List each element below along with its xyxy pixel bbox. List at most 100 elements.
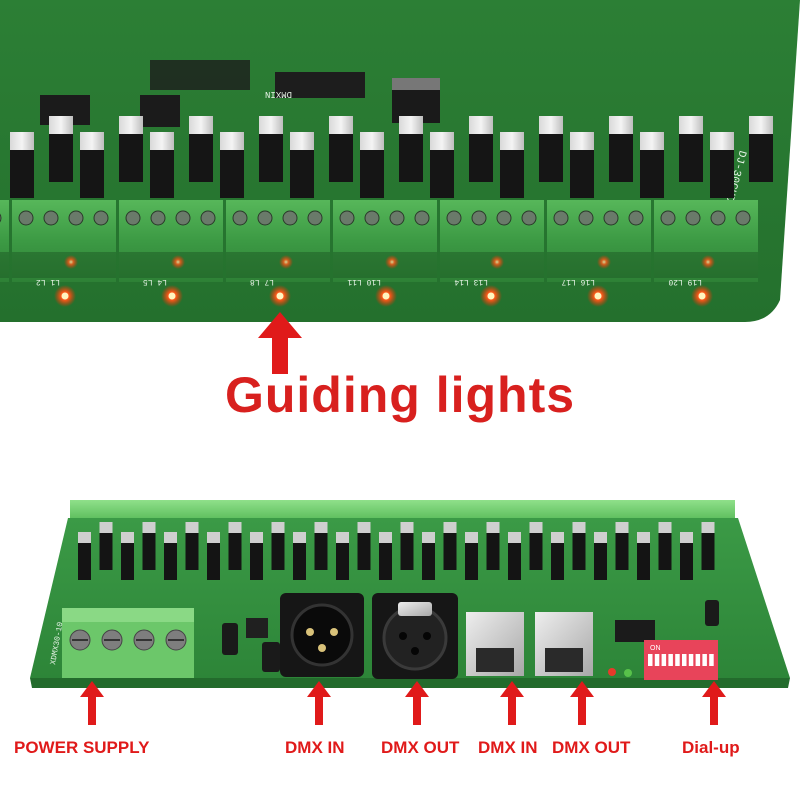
dip-key <box>668 654 673 666</box>
dip-key <box>709 654 714 666</box>
mosfet-tab <box>329 116 353 134</box>
mosfet-tab <box>469 116 493 134</box>
mosfet-tab <box>189 116 213 134</box>
terminal-block <box>0 200 9 282</box>
terminal-screw <box>307 210 323 226</box>
mosfet-tab <box>539 116 563 134</box>
mosfet-tab <box>486 522 500 533</box>
dip-key <box>682 654 687 666</box>
terminal-screw <box>175 210 191 226</box>
mosfet <box>49 132 73 182</box>
mosfet <box>220 148 244 198</box>
mosfet-row <box>78 522 715 580</box>
terminal-screw <box>471 210 487 226</box>
mosfet-tab <box>228 522 242 533</box>
led-label: L13 L14 <box>454 277 488 286</box>
terminal-screw <box>68 210 84 226</box>
mosfet-tab <box>357 522 371 533</box>
dip-key <box>661 654 667 666</box>
arrow-up-icon <box>702 681 726 725</box>
mosfet <box>399 132 423 182</box>
mosfet <box>609 132 633 182</box>
mosfet-tab <box>290 132 314 150</box>
terminal-screw <box>660 210 676 226</box>
led-label: L16 L17 <box>561 277 595 286</box>
capacitors <box>222 600 719 672</box>
mosfet-tab <box>443 522 457 533</box>
mosfet <box>357 532 371 570</box>
caption-dmx-out-xlr: DMX OUT <box>381 738 460 757</box>
mosfet-tab <box>271 522 285 533</box>
caption-power-supply: POWER SUPPLY <box>14 738 150 757</box>
mosfet <box>150 148 174 198</box>
microcontroller-chip <box>615 620 655 642</box>
arrow-up-icon <box>258 312 302 374</box>
mosfet <box>572 532 586 570</box>
mosfet <box>271 532 285 570</box>
terminal-screw <box>521 210 537 226</box>
terminal-screw <box>364 210 380 226</box>
caption-dmx-in-xlr: DMX IN <box>285 738 345 757</box>
terminal-screw <box>125 210 141 226</box>
mosfet <box>680 542 693 580</box>
mosfet <box>293 542 306 580</box>
dip-key <box>675 654 680 666</box>
mosfet-tab <box>10 132 34 150</box>
mosfet-tab <box>680 532 693 543</box>
arrow-up-icon <box>80 681 104 725</box>
mosfet-tab <box>615 522 629 533</box>
mosfet-tab <box>701 522 715 533</box>
mosfet <box>658 532 672 570</box>
mosfet-tab <box>360 132 384 150</box>
mosfet-tab <box>500 132 524 150</box>
terminal-screw <box>578 210 594 226</box>
mosfet <box>189 132 213 182</box>
terminal-screw <box>257 210 273 226</box>
mosfet <box>164 542 177 580</box>
power-supply-terminal <box>62 608 194 678</box>
terminal-screw <box>496 210 512 226</box>
mosfet <box>121 542 134 580</box>
caption-dial-up: Dial-up <box>682 738 740 757</box>
mosfet-tab <box>710 132 734 150</box>
mosfet <box>228 532 242 570</box>
mosfet-tab <box>749 116 773 134</box>
rj45-dmx-in-connector <box>466 612 524 676</box>
mosfet-tab <box>78 532 91 543</box>
mosfet <box>508 542 521 580</box>
mosfet <box>80 148 104 198</box>
mosfet-tab <box>637 532 650 543</box>
terminal-screw <box>0 213 2 223</box>
mosfet-tab <box>529 522 543 533</box>
caption-dmx-in-rj45: DMX IN <box>478 738 538 757</box>
mosfet <box>430 148 454 198</box>
mosfet-tab <box>150 132 174 150</box>
mosfet-tab <box>207 532 220 543</box>
board-overview-photo: ON XDMX30-10 <box>30 500 790 688</box>
mosfet <box>99 532 113 570</box>
terminal-screw <box>43 210 59 226</box>
mosfet-tab <box>465 532 478 543</box>
mosfet-tab <box>422 532 435 543</box>
terminal-screw <box>735 210 751 226</box>
mosfet <box>486 532 500 570</box>
status-led-green <box>624 669 632 677</box>
mosfet <box>640 148 664 198</box>
mosfet <box>259 132 283 182</box>
dip-switch: ON <box>644 640 718 680</box>
ic-chips <box>40 60 440 127</box>
mosfet <box>637 542 650 580</box>
mosfet <box>336 542 349 580</box>
mosfet <box>551 542 564 580</box>
terminal-screw <box>414 210 430 226</box>
mosfet <box>119 132 143 182</box>
mosfet-tab <box>99 522 113 533</box>
mosfet-tab <box>399 116 423 134</box>
header-marking: DMXIN <box>265 89 292 99</box>
mosfet <box>314 532 328 570</box>
mosfet-tab <box>293 532 306 543</box>
mosfet-tab <box>508 532 521 543</box>
mosfet <box>539 132 563 182</box>
led-label: L4 L5 <box>143 277 167 286</box>
